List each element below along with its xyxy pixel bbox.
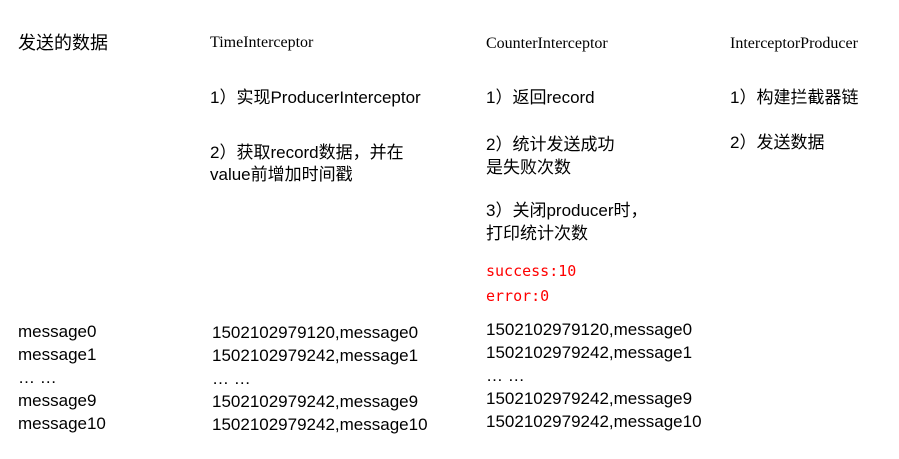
header-sent-data: 发送的数据 — [18, 33, 108, 53]
header-time-interceptor: TimeInterceptor — [210, 34, 314, 51]
sent-messages-list: message0 message1 … … message9 message10 — [18, 320, 106, 435]
counter-success-output: success:10 — [486, 262, 577, 280]
counter-interceptor-messages-list: 1502102979120,message0 1502102979242,mes… — [486, 318, 702, 433]
time-step-1: 1）实现ProducerInterceptor — [210, 88, 421, 107]
counter-step-2-line-2: 是失败次数 — [486, 158, 571, 177]
list-item: 1502102979242,message1 — [486, 343, 693, 362]
header-counter-interceptor: CounterInterceptor — [486, 35, 608, 52]
time-step-2-line-1: 2）获取record数据，并在 — [210, 143, 404, 162]
list-item: 1502102979242,message9 — [486, 389, 693, 408]
counter-step-3-line-1: 3）关闭producer时， — [486, 201, 648, 220]
list-item: 1502102979120,message0 — [212, 323, 419, 342]
list-item: message1 — [18, 345, 97, 364]
list-item: 1502102979242,message10 — [486, 412, 702, 431]
producer-step-1: 1）构建拦截器链 — [730, 88, 859, 107]
list-item: … … — [212, 369, 251, 388]
producer-step-2: 2）发送数据 — [730, 133, 825, 152]
time-interceptor-messages-list: 1502102979120,message0 1502102979242,mes… — [212, 321, 428, 436]
counter-error-output: error:0 — [486, 287, 550, 305]
header-interceptor-producer: InterceptorProducer — [730, 35, 858, 52]
counter-step-2-line-1: 2）统计发送成功 — [486, 135, 615, 154]
list-item: message9 — [18, 391, 97, 410]
list-item: … … — [486, 366, 525, 385]
list-item: 1502102979242,message10 — [212, 415, 428, 434]
counter-step-3-line-2: 打印统计次数 — [486, 224, 588, 243]
list-item: 1502102979242,message9 — [212, 392, 419, 411]
time-step-2-line-2: value前增加时间戳 — [210, 165, 353, 184]
list-item: message10 — [18, 414, 106, 433]
list-item: message0 — [18, 322, 97, 341]
list-item: 1502102979120,message0 — [486, 320, 693, 339]
list-item: 1502102979242,message1 — [212, 346, 419, 365]
list-item: … … — [18, 368, 57, 387]
counter-step-1: 1）返回record — [486, 88, 595, 107]
